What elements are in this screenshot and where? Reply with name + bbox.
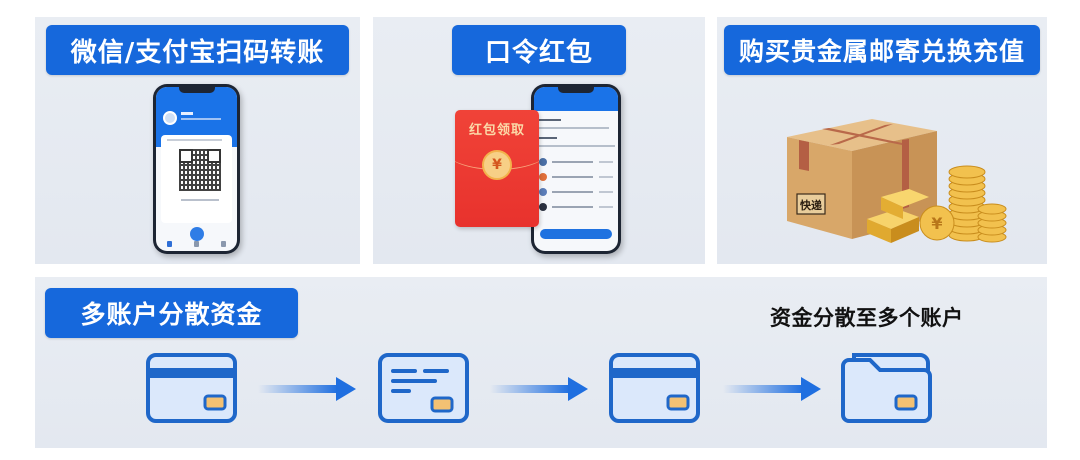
avatar-icon <box>163 111 177 125</box>
panel-precious-metals: 购买贵金属邮寄兑换充值 快递 ¥ <box>717 17 1047 264</box>
document-card-icon <box>378 353 469 423</box>
panel-title: 多账户分散资金 <box>45 288 298 338</box>
panel-multi-account: 多账户分散资金 资金分散至多个账户 <box>35 277 1047 448</box>
phone-illustration <box>531 84 621 254</box>
panel-title: 微信/支付宝扫码转账 <box>46 25 349 75</box>
panel-title: 口令红包 <box>452 25 626 75</box>
panel-title: 购买贵金属邮寄兑换充值 <box>724 25 1040 75</box>
panel-red-packet: 口令红包 红包领取 ¥ <box>373 17 705 264</box>
parcel-box-icon: 快递 <box>787 119 937 239</box>
yuan-coin-icon: ¥ <box>482 150 512 180</box>
qr-code-icon <box>179 149 221 191</box>
gold-coins-and-bars-icon: ¥ <box>867 165 1007 243</box>
svg-text:快递: 快递 <box>799 198 822 212</box>
confirm-button-illustration <box>540 229 612 239</box>
bank-card-icon <box>609 353 700 423</box>
folder-wallet-icon <box>841 353 932 423</box>
flow-caption: 资金分散至多个账户 <box>770 306 964 330</box>
phone-illustration <box>153 84 240 254</box>
envelope-text: 红包领取 <box>468 123 525 138</box>
scan-button-icon <box>190 227 204 241</box>
red-envelope-icon: 红包领取 ¥ <box>455 110 539 227</box>
arrow-right-icon <box>723 377 821 401</box>
panel-scan-transfer: 微信/支付宝扫码转账 <box>35 17 360 264</box>
arrow-right-icon <box>258 377 356 401</box>
arrow-right-icon <box>490 377 588 401</box>
svg-text:¥: ¥ <box>931 214 942 233</box>
bank-card-icon <box>146 353 237 423</box>
qr-card <box>161 135 232 223</box>
